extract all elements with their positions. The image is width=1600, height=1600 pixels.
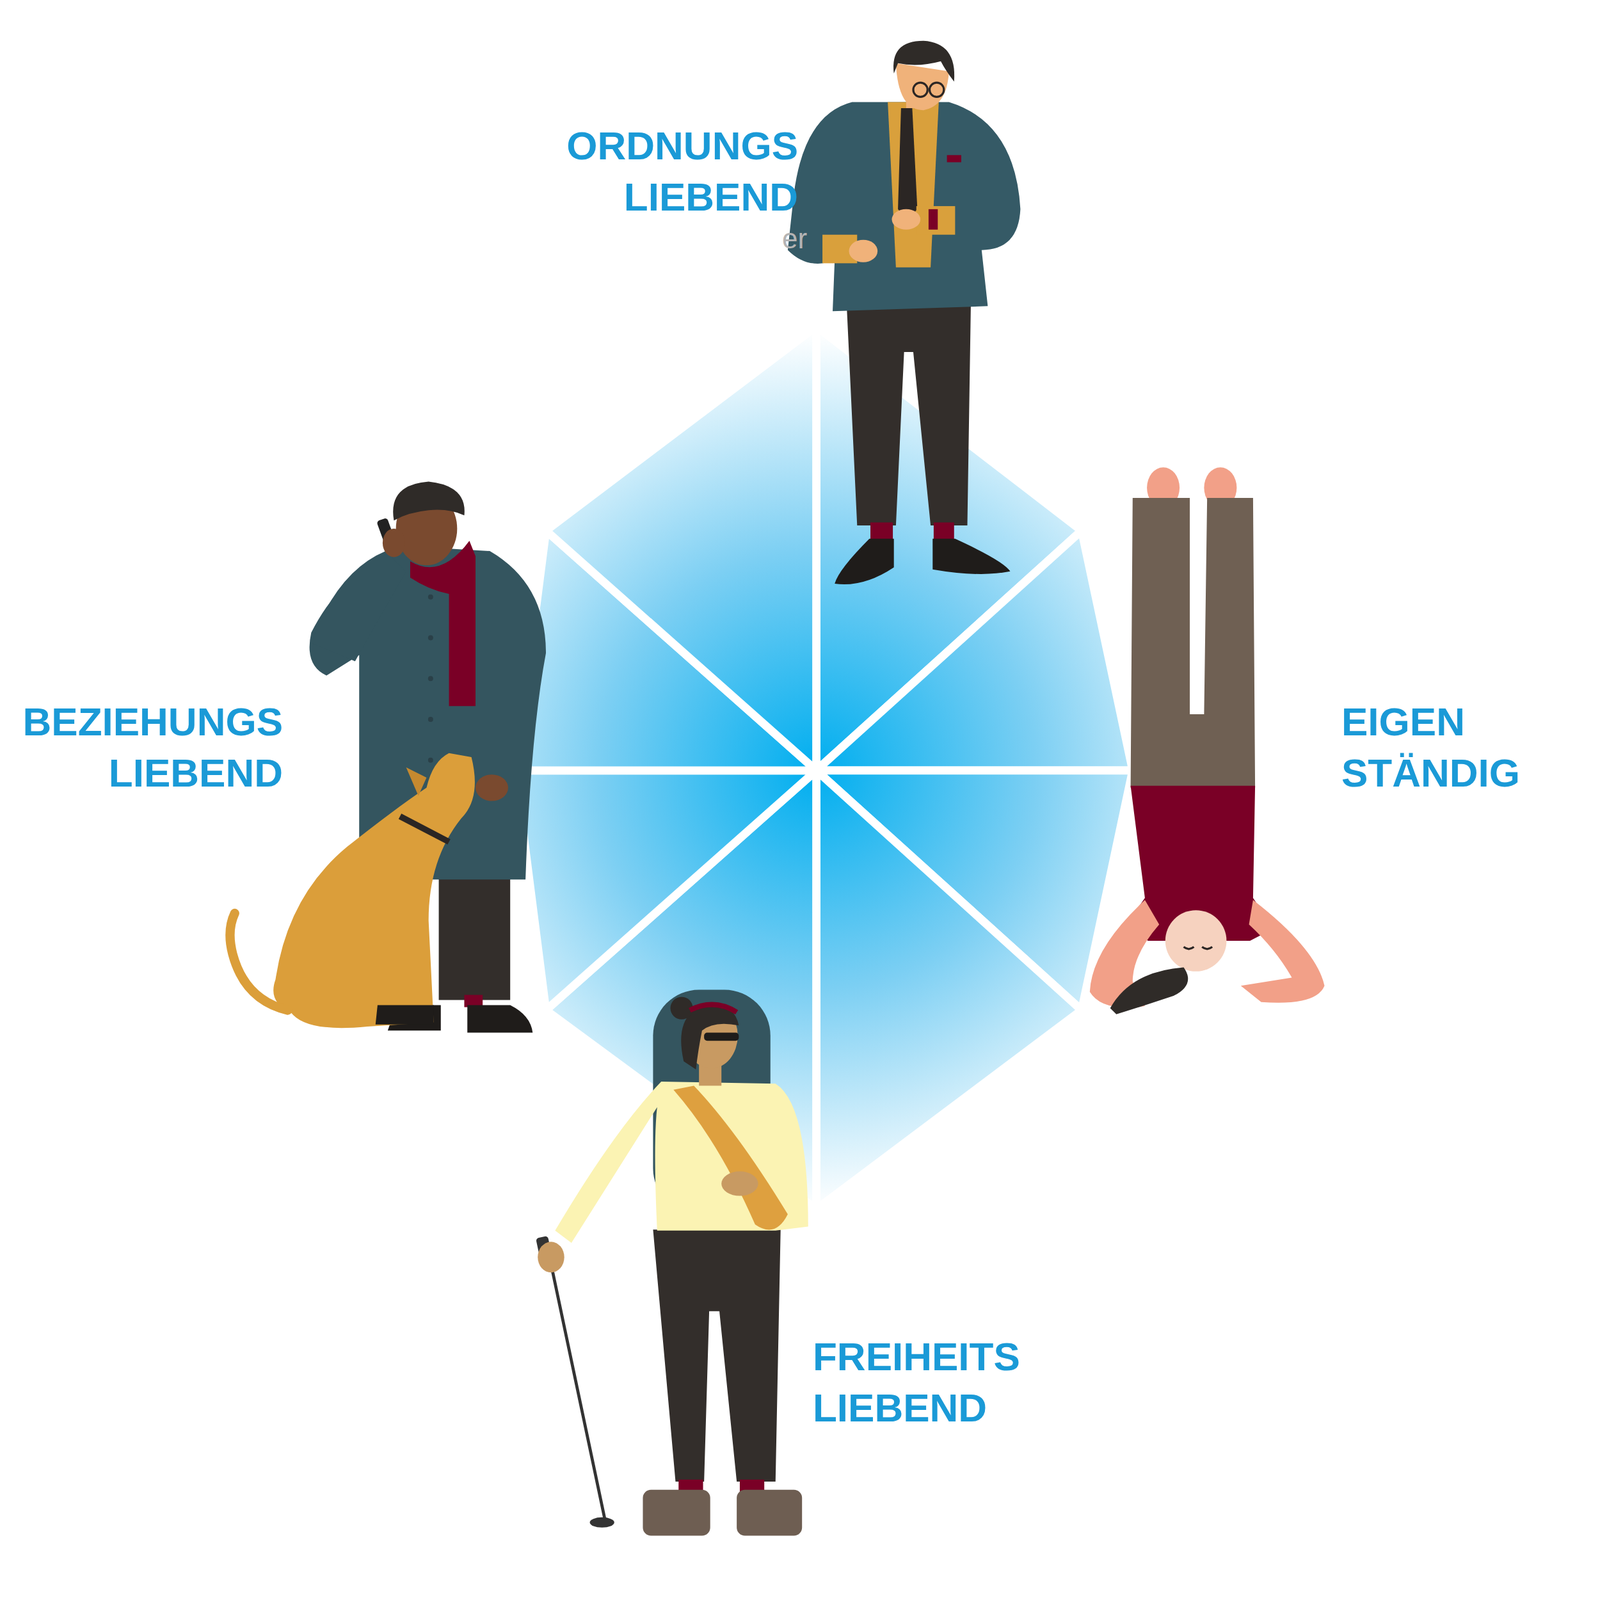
freedom-woman-figure-part <box>652 1229 781 1482</box>
relationship-man-figure-part <box>400 816 450 843</box>
type-label: ORDNUNGS LIEBEND <box>566 120 799 223</box>
independent-woman-figure <box>1089 467 1325 1015</box>
relationship-man-figure-part <box>229 913 288 1010</box>
relationship-man-figure-part <box>273 753 475 1029</box>
relationship-man-figure-part <box>475 774 509 801</box>
orderly-man-figure-part <box>887 101 939 267</box>
relationship-man-figure-part <box>439 872 511 1000</box>
freedom-woman-figure-part <box>642 1489 710 1536</box>
orderly-man-figure-part <box>849 240 879 263</box>
orderly-man-figure-part <box>916 206 956 235</box>
relationship-man-figure-part <box>375 1004 434 1024</box>
freedom-woman-figure-part <box>554 1081 808 1243</box>
relationship-man-figure-part <box>406 767 427 797</box>
type-label: EIGEN STÄNDIG <box>1341 696 1520 799</box>
freedom-woman-figure-part <box>537 1241 564 1273</box>
independent-woman-figure-part <box>1240 899 1325 1003</box>
relationship-man-figure-part-part <box>428 675 434 681</box>
relationship-man-figure-part <box>467 1004 533 1033</box>
octagon-wheel-part <box>515 770 816 1011</box>
octagon-wheel-part <box>816 530 1133 771</box>
relationship-man-figure-part <box>311 551 406 662</box>
orderly-man-figure-part <box>893 40 955 82</box>
orderly-man-figure-part <box>897 108 918 221</box>
independent-woman-figure-part <box>1183 947 1213 950</box>
relationship-man-figure-part <box>382 528 406 558</box>
orderly-man-figure-part <box>947 154 962 162</box>
orderly-man-figure-part <box>891 209 921 230</box>
orderly-man-figure-part <box>787 101 1021 312</box>
freedom-woman-figure-part <box>736 1489 802 1536</box>
leftover-text: er <box>782 220 808 258</box>
relationship-man-figure-part <box>392 481 465 521</box>
freedom-woman-figure-part <box>545 1239 605 1520</box>
independent-woman-figure-part <box>1130 497 1256 788</box>
independent-woman-figure-part <box>1110 967 1189 1014</box>
relationship-man-figure-part-part <box>428 757 434 763</box>
relationship-man-figure-part <box>410 540 476 706</box>
freedom-woman-figure <box>535 990 809 1536</box>
orderly-man-figure-part <box>913 82 928 97</box>
freedom-woman-figure-part <box>590 1517 615 1528</box>
orderly-man-figure-part <box>929 82 944 97</box>
relationship-man-figure-part-part <box>428 635 434 641</box>
octagon-wheel-part <box>816 770 1083 1210</box>
octagon-wheel <box>515 326 1133 1209</box>
orderly-man-figure-part <box>834 538 894 585</box>
octagon-wheel-part <box>545 326 817 771</box>
type-label: BEZIEHUNGS LIEBEND <box>23 696 283 799</box>
orderly-man-figure <box>787 40 1021 585</box>
orderly-man-figure-part <box>896 63 950 111</box>
type-label: FREIHEITS LIEBEND <box>812 1331 1021 1434</box>
orderly-man-figure-part <box>932 538 1010 575</box>
relationship-man-figure-part-part <box>428 594 434 600</box>
orderly-man-figure-part <box>928 209 938 230</box>
freedom-woman-figure-part <box>673 1085 788 1230</box>
relationship-man-figure-part <box>309 545 546 880</box>
freedom-woman-figure-part <box>704 1032 739 1042</box>
relationship-man-figure-part <box>428 594 434 763</box>
independent-woman-figure-part <box>1165 910 1227 972</box>
relationship-man-figure-part-part <box>428 716 434 722</box>
freedom-woman-figure-part <box>721 1171 758 1196</box>
freedom-woman-figure-part <box>689 1004 737 1013</box>
